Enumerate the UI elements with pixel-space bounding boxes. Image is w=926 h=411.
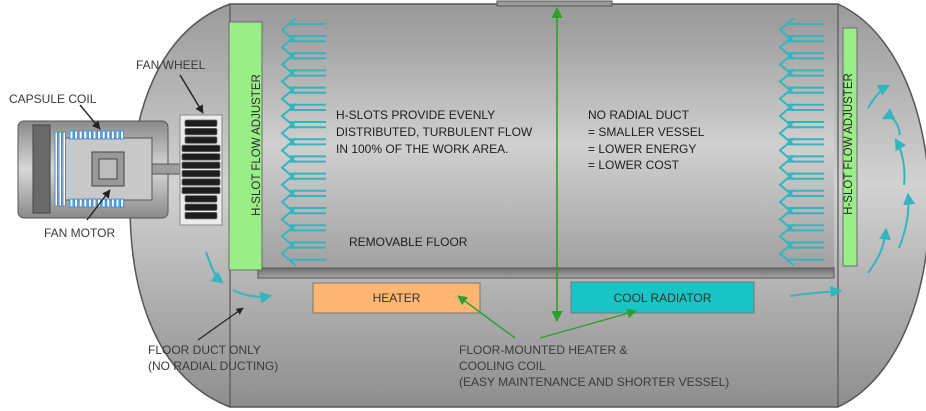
coil-bar xyxy=(92,198,97,208)
airflow-arrow-right-4 xyxy=(881,108,901,136)
coil-bar xyxy=(106,198,111,208)
label-floor-duct-line-2: (NO RADIAL DUCTING) xyxy=(148,359,279,373)
text-no-radial-line-1: NO RADIAL DUCT xyxy=(588,108,689,122)
coil-side-bar xyxy=(54,131,58,207)
airflow-arrow-right-3 xyxy=(894,137,907,186)
text-hslots-line-1: H-SLOTS PROVIDE EVENLY xyxy=(336,108,496,122)
coil-bar xyxy=(83,198,88,208)
leader-fan-motor xyxy=(86,189,111,221)
leader-radiator xyxy=(539,308,637,339)
leader-capsule-coil xyxy=(79,104,101,130)
text-no-radial-line-2: = SMALLER VESSEL xyxy=(588,125,705,139)
fan-blade xyxy=(181,186,221,195)
work-chamber xyxy=(232,20,834,270)
leader-fan-wheel xyxy=(179,74,204,114)
label-floor-mounted-line-1: FLOOR-MOUNTED HEATER & xyxy=(459,343,628,357)
motor-core-inner xyxy=(98,158,118,180)
hslot-adjuster-left xyxy=(228,21,263,271)
coil-bar xyxy=(74,130,79,140)
fan-blade xyxy=(184,211,218,220)
motor-shaft xyxy=(151,163,181,175)
fan-blade xyxy=(184,203,218,211)
airflow-arrow-right-2 xyxy=(898,192,916,249)
coil-bar xyxy=(110,198,115,208)
fan-wheel xyxy=(181,119,221,220)
coil-bar xyxy=(120,198,125,208)
label-floor-duct-line-1: FLOOR DUCT ONLY xyxy=(148,343,261,357)
label-fan-wheel: FAN WHEEL xyxy=(136,58,206,72)
coil-bar xyxy=(120,130,125,140)
motor-end-plate xyxy=(32,124,51,214)
label-heater: HEATER xyxy=(372,291,421,305)
text-no-radial-line-4: = LOWER COST xyxy=(588,158,680,172)
flow-right-chevron xyxy=(778,240,824,267)
coil-bar xyxy=(110,130,115,140)
coil-bar xyxy=(87,130,92,140)
coil-side-bar xyxy=(58,131,62,207)
fan-blade xyxy=(184,136,218,144)
coil-bar xyxy=(115,198,120,208)
airflow-arrow-right-5 xyxy=(867,84,891,109)
airflow-arrow-left-down xyxy=(205,251,224,284)
top-port xyxy=(496,0,613,7)
coil-bar xyxy=(97,130,102,140)
text-hslots-line-2: DISTRIBUTED, TURBULENT FLOW xyxy=(336,125,533,139)
coil-bar xyxy=(69,130,74,140)
coil-bar xyxy=(83,130,88,140)
leader-heater xyxy=(457,295,516,339)
fan-blade xyxy=(181,153,221,161)
text-hslots-line-3: IN 100% OF THE WORK AREA. xyxy=(336,142,509,156)
heater-box xyxy=(312,282,481,314)
flow-left-chevron xyxy=(280,240,326,267)
fan-blade xyxy=(181,178,221,186)
airflow-arrow-right-1 xyxy=(867,227,892,274)
removable-floor xyxy=(257,267,835,279)
coil-bar xyxy=(101,130,106,140)
label-capsule-coil: CAPSULE COIL xyxy=(9,92,97,106)
label-hslot-right: H-SLOT FLOW ADJUSTER xyxy=(843,73,855,215)
fan-blade xyxy=(184,119,218,127)
coil-bar xyxy=(87,198,92,208)
leader-floor-duct xyxy=(197,307,244,341)
label-fan-motor: FAN MOTOR xyxy=(44,226,116,240)
coil-bar xyxy=(78,130,83,140)
coil-bar xyxy=(92,130,97,140)
airflow-arrow-left-floor xyxy=(232,289,273,304)
label-cool-radiator: COOL RADIATOR xyxy=(613,290,712,305)
fan-blade xyxy=(181,161,221,169)
text-no-radial-line-3: = LOWER ENERGY xyxy=(588,142,697,156)
coil-bar xyxy=(78,198,83,208)
flow-arrows-left xyxy=(280,17,326,267)
fan-blade xyxy=(181,144,221,153)
label-removable-floor: REMOVABLE FLOOR xyxy=(349,235,468,249)
label-hslot-left: H-SLOT FLOW ADJUSTER xyxy=(251,74,263,216)
flow-arrows-right xyxy=(778,17,824,267)
coil-bar xyxy=(69,198,74,208)
coil-bar xyxy=(115,130,120,140)
coil-side-bar xyxy=(62,131,66,207)
fan-blade xyxy=(184,195,218,203)
coil-bar xyxy=(74,198,79,208)
coil-bar xyxy=(106,130,111,140)
fan-blade xyxy=(181,169,221,178)
airflow-arrow-right-floor xyxy=(789,285,843,298)
fan-blade xyxy=(184,127,218,136)
label-floor-mounted-line-2: COOLING COIL xyxy=(459,359,546,373)
label-floor-mounted-line-3: (EASY MAINTENANCE AND SHORTER VESSEL) xyxy=(459,375,730,389)
cool-radiator-box xyxy=(570,281,755,314)
hslot-adjuster-right xyxy=(842,27,858,267)
airflow-curves xyxy=(205,84,916,304)
